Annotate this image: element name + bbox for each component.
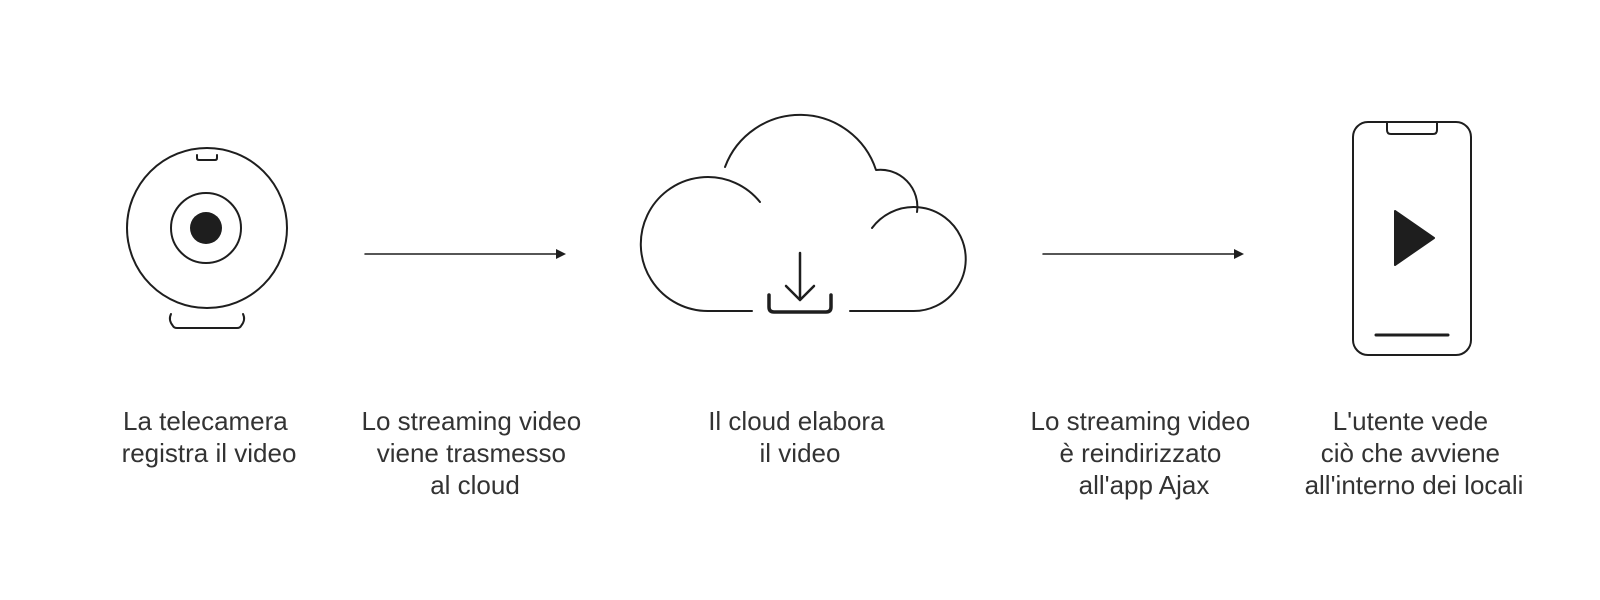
step-5-label: L'utente vede ciò che avviene all'intern…: [1305, 406, 1524, 500]
arrow-right-icon: [1042, 249, 1244, 259]
arrow-right-icon: [364, 249, 566, 259]
camera-icon: [126, 147, 288, 329]
phone-play-icon: [1352, 121, 1472, 356]
step-3-label: Il cloud elabora il video: [708, 406, 892, 468]
step-2-label: Lo streaming video viene trasmesso al cl…: [362, 406, 589, 500]
step-1-label: La telecamera registra il video: [122, 406, 297, 468]
step-4-label: Lo streaming video è reindirizzato all'a…: [1031, 406, 1258, 500]
cloud-download-icon: [639, 113, 967, 314]
play-icon: [1394, 210, 1435, 266]
